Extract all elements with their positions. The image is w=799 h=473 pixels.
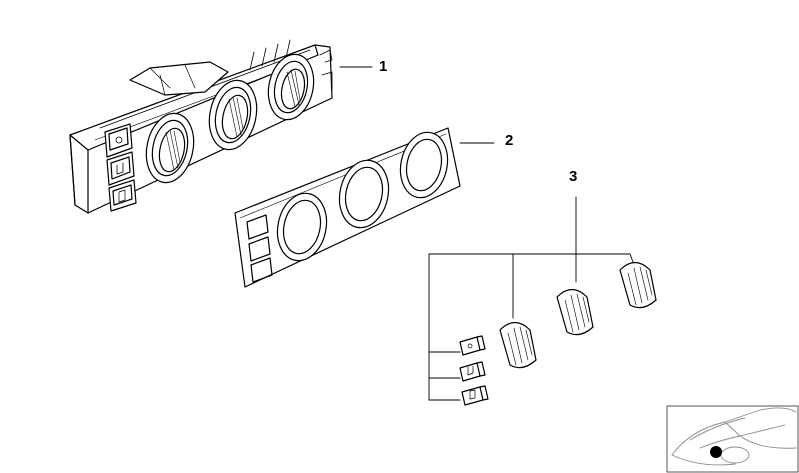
- button-column: [104, 123, 137, 212]
- control-panel-trim-bezel: [234, 127, 461, 288]
- heater-control-panel: [69, 39, 333, 214]
- callout-label-1: 1: [379, 58, 388, 75]
- rotary-knob: [499, 321, 537, 369]
- rotary-knob: [556, 288, 594, 336]
- dial-left: [145, 112, 195, 184]
- push-button: [459, 361, 486, 382]
- dial-right: [267, 53, 315, 121]
- car-locator-icon: [666, 405, 799, 473]
- rotary-knobs-and-push-buttons: [428, 196, 657, 406]
- dial-center: [208, 79, 258, 151]
- push-button: [459, 335, 486, 356]
- rotary-knob: [619, 261, 657, 309]
- push-button: [461, 385, 489, 406]
- callout-label-3: 3: [569, 168, 578, 185]
- callout-label-2: 2: [505, 132, 514, 149]
- location-dot-icon: [710, 446, 722, 458]
